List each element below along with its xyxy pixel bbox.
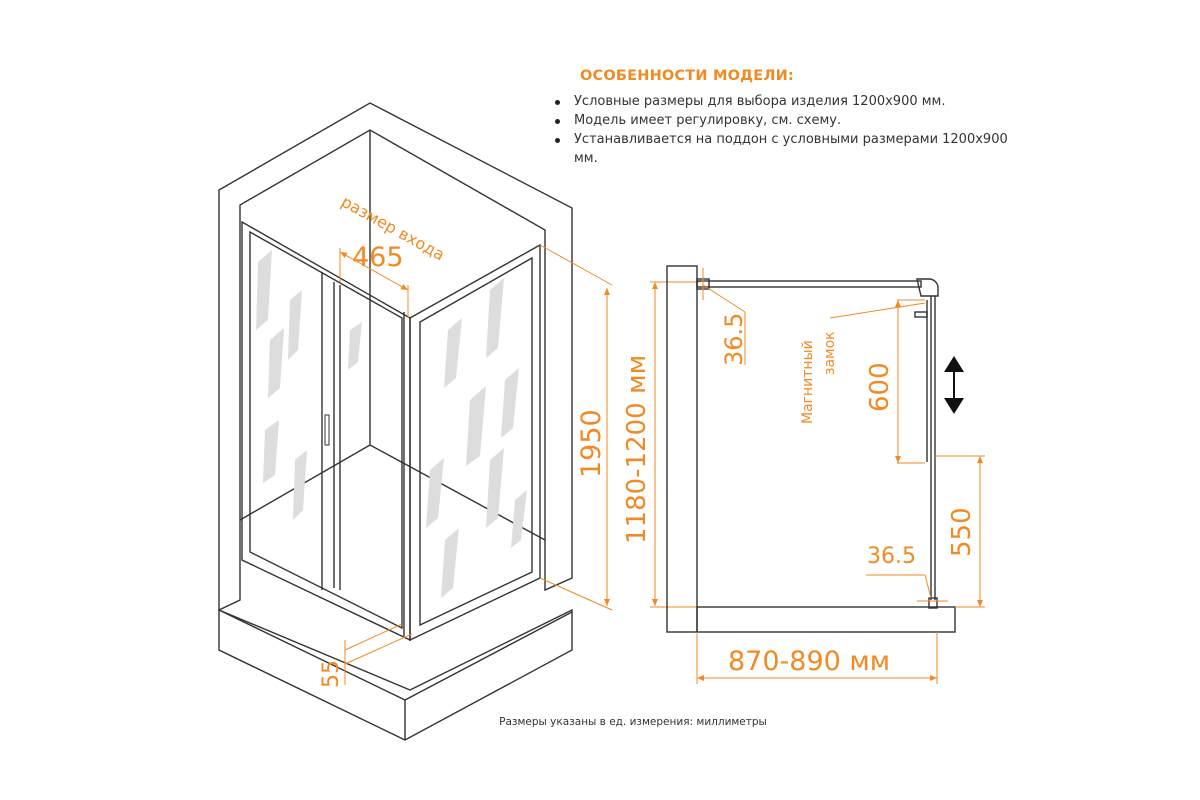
top-offset-dim: 36.5 <box>720 313 748 366</box>
shower-tray <box>218 608 573 741</box>
units-caption: Размеры указаны в ед. измерения: миллиме… <box>499 716 767 728</box>
feature-item: Устанавливается на поддон с условными ра… <box>555 132 1008 166</box>
features-title: ОСОБЕННОСТИ МОДЕЛИ: <box>580 68 794 84</box>
width-range-dim: 1180-1200 мм <box>622 355 652 544</box>
lock-label-2: замок <box>822 331 838 375</box>
plan-view <box>666 265 964 633</box>
features-list: Условные размеры для выбора изделия 1200… <box>548 92 1008 168</box>
entry-width: 465 <box>352 242 404 273</box>
feature-item: Модель имеет регулировку, см. схему. <box>555 111 1008 130</box>
features-block: ОСОБЕННОСТИ МОДЕЛИ: Условные размеры для… <box>548 68 1008 168</box>
lock-label-1: Магнитный <box>800 340 816 424</box>
iso-shower-enclosure <box>218 102 573 741</box>
lower-height-dim: 550 <box>947 507 977 557</box>
upper-height-dim: 600 <box>865 362 895 412</box>
feature-item: Условные размеры для выбора изделия 1200… <box>555 92 1008 111</box>
glass-pattern <box>256 250 527 598</box>
depth-range-dim: 870-890 мм <box>728 646 890 677</box>
tray-section <box>696 606 956 633</box>
surrounding-walls <box>218 102 573 612</box>
wall-section <box>666 265 698 633</box>
door-handle <box>324 414 330 446</box>
top-rail <box>696 280 922 288</box>
profile-dim: 55 <box>319 660 344 688</box>
plan-dimensions: 36.5 Магнитный замок 600 550 36.5 870-89… <box>696 268 985 684</box>
height-dim: 1950 <box>576 409 607 478</box>
iso-dimensions: размер входа 465 1950 1180-1200 мм 55 <box>319 192 700 688</box>
bottom-offset-dim: 36.5 <box>867 544 916 569</box>
corner-connector <box>916 278 939 297</box>
